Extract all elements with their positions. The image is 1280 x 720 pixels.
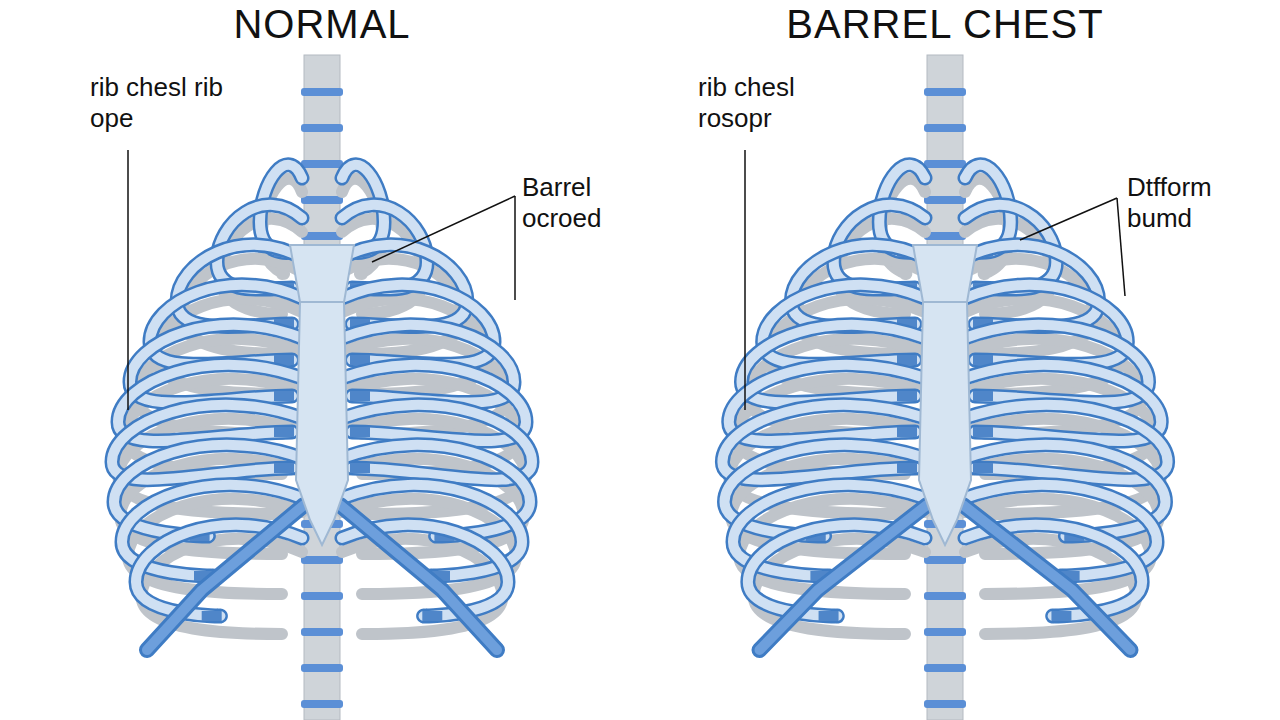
vertebral-disc (924, 160, 966, 168)
callout-label: rib chesl rib ope (90, 72, 250, 134)
vertebral-disc (301, 628, 343, 636)
rib-cartilage (274, 463, 294, 473)
rib-cartilage (973, 427, 993, 437)
costal-cartilage (963, 505, 1131, 650)
leader-line (744, 150, 746, 410)
rib-cartilage (202, 611, 222, 621)
rib-cartilage (350, 463, 370, 473)
vertebral-disc (301, 592, 343, 600)
costal-cartilage (340, 505, 497, 650)
vertebral-disc (301, 124, 343, 132)
costal-cartilage (147, 505, 304, 650)
vertebral-disc (924, 556, 966, 564)
vertebral-disc (924, 124, 966, 132)
leader-line (1020, 198, 1117, 240)
rib-cartilage (274, 391, 294, 401)
vertebral-disc (924, 700, 966, 708)
vertebral-disc (924, 628, 966, 636)
vertebral-disc (301, 160, 343, 168)
leader-line (514, 196, 516, 300)
costal-cartilage (760, 505, 928, 650)
rib-cartilage (350, 427, 370, 437)
callout-label: Dtfform bumd (1127, 172, 1267, 234)
callout-label: rib chesl rosopr (698, 72, 858, 134)
panel-title: BARREL CHEST (786, 2, 1103, 47)
leader-line (372, 196, 515, 262)
rib-cartilage (897, 463, 917, 473)
rib-cartilage (973, 391, 993, 401)
costal-cartilage (340, 505, 497, 650)
rib-cartilage (819, 611, 839, 621)
rib-cage (112, 55, 532, 720)
rib-cartilage (897, 391, 917, 401)
sternum (290, 245, 354, 545)
callout-label: Barrel ocroed (522, 172, 652, 234)
leader-line (1117, 198, 1125, 296)
vertebral-disc (924, 196, 966, 204)
vertebral-disc (301, 88, 343, 96)
sternum (913, 245, 977, 545)
sternum-joint (300, 301, 344, 303)
vertebral-disc (301, 700, 343, 708)
vertebral-disc (924, 664, 966, 672)
vertebral-disc (301, 196, 343, 204)
vertebral-disc (924, 88, 966, 96)
costal-cartilage (963, 505, 1131, 650)
costal-cartilage (147, 505, 304, 650)
rib-cartilage (973, 463, 993, 473)
rib-cartilage (897, 427, 917, 437)
rib-cartilage (274, 427, 294, 437)
rib-cage (722, 55, 1167, 720)
vertebral-disc (301, 664, 343, 672)
rib-cartilage (1051, 611, 1071, 621)
vertebral-disc (301, 556, 343, 564)
costal-cartilage (760, 505, 928, 650)
vertebral-disc (924, 592, 966, 600)
panel-title: NORMAL (233, 2, 410, 47)
rib-cartilage (350, 391, 370, 401)
leader-line (127, 150, 129, 410)
rib-cartilage (422, 611, 442, 621)
sternum-joint (923, 301, 967, 303)
